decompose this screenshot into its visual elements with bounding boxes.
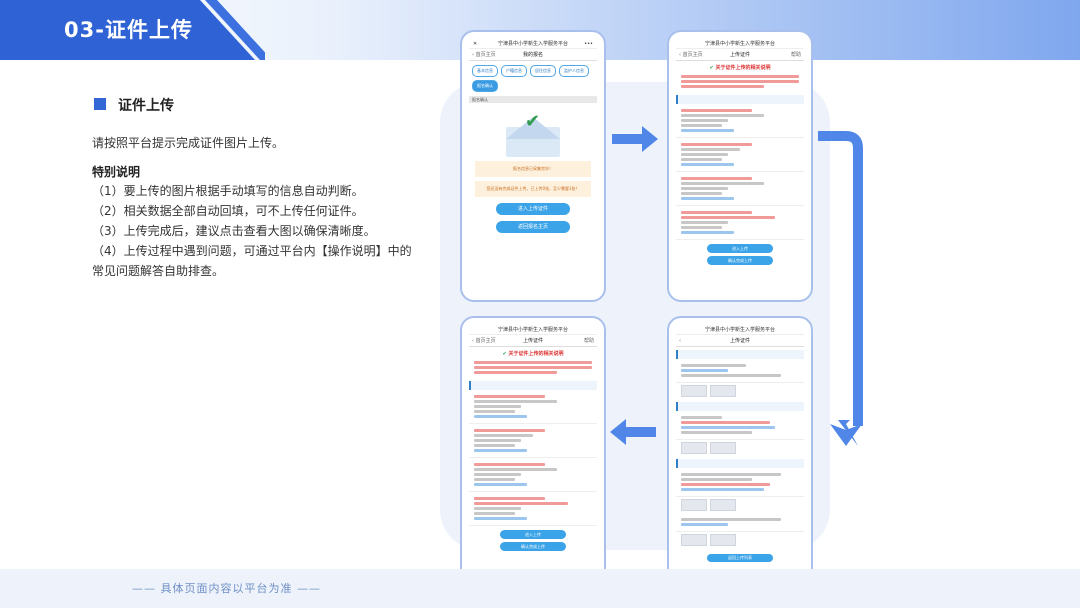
notice-collected: 报名信息已采集完毕！ (475, 161, 591, 177)
nav-bar: ‹ 上传证件 (676, 335, 804, 347)
upload-detail-item (676, 359, 804, 383)
upload-notice-title: ✔ 关于证件上传的相关说明 (502, 351, 564, 357)
enter-upload-button[interactable]: 进入上传证件 (496, 203, 570, 215)
thumbnail-row (676, 497, 804, 513)
nav-bar: ‹ 首页主页 上传证件 帮助 (469, 335, 597, 347)
back-link[interactable]: ‹ 首页主页 (679, 52, 703, 58)
upload-section-label (676, 459, 804, 468)
upload-detail-item (676, 468, 804, 497)
return-upload-list-button[interactable]: 返回上传列表 (707, 554, 773, 562)
phone-screen-upload-detail: 宁津县中小学新生入学服务平台 ‹ 上传证件 返回上传列表 (667, 316, 813, 590)
note-item: （4）上传过程中遇到问题，可通过平台内【操作说明】中的常见问题解答自助排查。 (92, 244, 412, 278)
upload-item[interactable] (676, 138, 804, 172)
help-link[interactable]: 帮助 (790, 52, 801, 58)
image-thumbnail[interactable] (710, 442, 736, 454)
upload-list-label (469, 381, 597, 390)
screen: 宁津县中小学新生入学服务平台 ‹ 上传证件 返回上传列表 (676, 325, 804, 581)
chip-basic-info[interactable]: 基本信息 (472, 65, 498, 77)
app-title-bar: ✕ 宁津县中小学新生入学服务平台 ••• (469, 39, 597, 49)
upload-section-label (676, 402, 804, 411)
nav-title: 上传证件 (522, 338, 543, 344)
upload-item[interactable] (676, 206, 804, 240)
image-thumbnail[interactable] (710, 385, 736, 397)
nav-title: 我的报名 (522, 52, 543, 58)
arrow-right-icon (612, 126, 658, 152)
app-title-bar: 宁津县中小学新生入学服务平台 (676, 39, 804, 49)
nav-bar: ‹ 首页主页 我的报名 (469, 49, 597, 61)
upload-notice-text (469, 357, 597, 378)
note-item: （1）要上传的图片根据手动填写的信息自动判断。 (92, 184, 364, 198)
app-title-bar: 宁津县中小学新生入学服务平台 (676, 325, 804, 335)
image-thumbnail[interactable] (681, 385, 707, 397)
section-title: 证件上传 (118, 98, 174, 114)
nav-bar: ‹ 首页主页 上传证件 帮助 (676, 49, 804, 61)
note-item: （3）上传完成后，建议点击查看大图以确保清晰度。 (92, 224, 376, 238)
upload-item[interactable] (676, 104, 804, 138)
page-title: 03-证件上传 (64, 18, 193, 42)
phone-screen-upload-complete: 宁津县中小学新生入学服务平台 ‹ 首页主页 上传证件 帮助 ✔ 关于证件上传的相关说… (460, 316, 606, 590)
upload-item[interactable] (469, 458, 597, 492)
close-icon[interactable]: ✕ (473, 41, 478, 47)
header-gradient (190, 0, 1080, 60)
chip-confirm[interactable]: 报名确认 (472, 80, 498, 92)
upload-detail-item (676, 513, 804, 532)
arrow-left-icon (610, 419, 656, 445)
note-item: （2）相关数据全部自动回填，可不上传任何证件。 (92, 204, 364, 218)
upload-item[interactable] (469, 424, 597, 458)
enter-upload-button[interactable]: 进入上传 (500, 530, 566, 539)
more-icon[interactable]: ••• (584, 41, 593, 47)
confirm-upload-button[interactable]: 确认完成上传 (500, 542, 566, 551)
upload-list-label (676, 95, 804, 104)
phone-screen-upload-list: 宁津县中小学新生入学服务平台 ‹ 首页主页 上传证件 帮助 ✔ 关于证件上传的相关说… (667, 30, 813, 302)
envelope-check-icon: ✔ (498, 111, 568, 157)
intro-text: 请按照平台提示完成证件图片上传。 (92, 136, 285, 150)
confirm-upload-button[interactable]: 确认完成上传 (707, 256, 773, 265)
section-square-icon (94, 98, 106, 110)
back-icon[interactable]: ‹ (679, 338, 681, 344)
chip-household[interactable]: 户籍信息 (501, 65, 527, 77)
section-bar: 报名确认 (469, 96, 597, 103)
upload-section-label (676, 350, 804, 359)
app-title: 宁津县中小学新生入学服务平台 (497, 41, 568, 47)
chip-guardian[interactable]: 监护人信息 (559, 65, 589, 77)
enter-upload-button[interactable]: 进入上传 (707, 244, 773, 253)
upload-notice-text (676, 71, 804, 92)
upload-item[interactable] (676, 172, 804, 206)
step-chips: 基本信息 户籍信息 居住信息 监护人信息 报名确认 (469, 61, 597, 96)
image-thumbnail[interactable] (681, 499, 707, 511)
footer-band (0, 569, 1080, 608)
special-notes-title: 特别说明 (92, 165, 141, 179)
image-thumbnail[interactable] (710, 534, 736, 546)
notice-upload-warning: 您还没有完成证件上传，已上传0张，至少需要1张！ (475, 181, 591, 197)
app-title-bar: 宁津县中小学新生入学服务平台 (469, 325, 597, 335)
chip-residence[interactable]: 居住信息 (530, 65, 556, 77)
app-title: 宁津县中小学新生入学服务平台 (704, 327, 775, 333)
thumbnail-row (676, 440, 804, 456)
nav-title: 上传证件 (729, 338, 750, 344)
screen: 宁津县中小学新生入学服务平台 ‹ 首页主页 上传证件 帮助 ✔ 关于证件上传的相关说… (676, 39, 804, 293)
image-thumbnail[interactable] (681, 534, 707, 546)
upload-item[interactable] (469, 390, 597, 424)
nav-title: 上传证件 (729, 52, 750, 58)
upload-item[interactable] (469, 492, 597, 526)
image-thumbnail[interactable] (710, 499, 736, 511)
screen: 宁津县中小学新生入学服务平台 ‹ 首页主页 上传证件 帮助 ✔ 关于证件上传的相关说… (469, 325, 597, 581)
image-thumbnail[interactable] (681, 442, 707, 454)
back-link[interactable]: ‹ 首页主页 (472, 52, 496, 58)
return-home-button[interactable]: 返回报名主页 (496, 221, 570, 233)
phone-screen-my-registration: ✕ 宁津县中小学新生入学服务平台 ••• ‹ 首页主页 我的报名 基本信息 户籍信息 … (460, 30, 606, 302)
screen: ✕ 宁津县中小学新生入学服务平台 ••• ‹ 首页主页 我的报名 基本信息 户籍信息 … (469, 39, 597, 293)
thumbnail-row (676, 532, 804, 548)
app-title: 宁津县中小学新生入学服务平台 (704, 41, 775, 47)
upload-detail-item (676, 411, 804, 440)
back-link[interactable]: ‹ 首页主页 (472, 338, 496, 344)
footer-note: —— 具体页面内容以平台为准 —— (132, 582, 321, 595)
thumbnail-row (676, 383, 804, 399)
help-link[interactable]: 帮助 (583, 338, 594, 344)
upload-notice-title: ✔ 关于证件上传的相关说明 (709, 65, 771, 71)
app-title: 宁津县中小学新生入学服务平台 (497, 327, 568, 333)
arrow-down-loop-icon (818, 131, 863, 446)
